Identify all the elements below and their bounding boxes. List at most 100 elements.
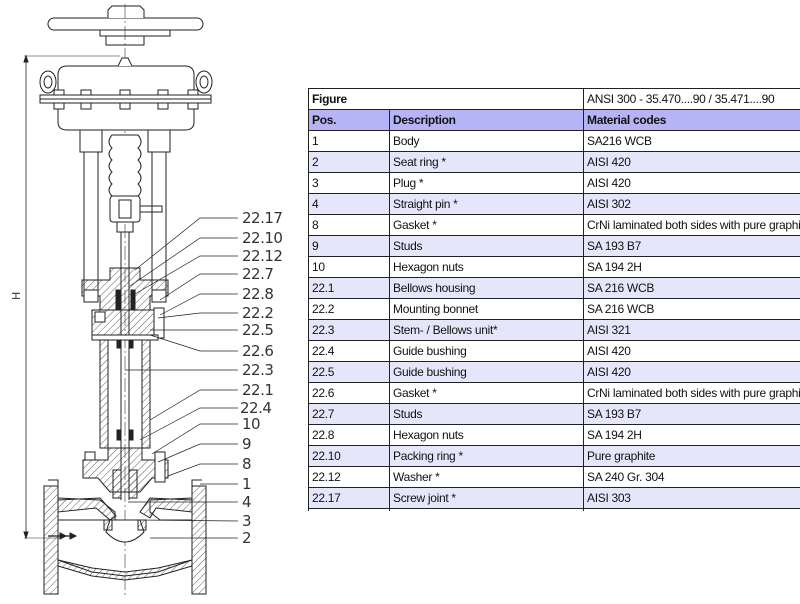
cell-material: AISI 321 <box>583 319 800 341</box>
cell-material: SA 216 WCB <box>583 298 800 320</box>
callout-label: 3 <box>242 512 252 530</box>
yoke-columns <box>79 129 171 293</box>
callout-label: 22.1 <box>242 381 274 399</box>
cell-description: Body <box>389 130 584 152</box>
cell-pos: 22.6 <box>308 382 390 404</box>
callout-label: 9 <box>242 435 252 453</box>
callout-label: 22.2 <box>242 304 274 322</box>
cell-description: Gasket * <box>389 214 584 236</box>
cell-material: Pure graphite <box>583 445 800 467</box>
bonnet-upper <box>81 267 169 311</box>
callout-label: 4 <box>242 493 252 511</box>
actuator-housing <box>39 57 213 131</box>
cell-description: Mounting bonnet <box>389 298 584 320</box>
handwheel <box>47 5 204 46</box>
cell-pos: 22.7 <box>308 403 390 425</box>
cell-pos: 9 <box>308 235 390 257</box>
cell-material: SA 193 B7 <box>583 403 800 425</box>
cell-description: Studs <box>389 235 584 257</box>
callout-label: 10 <box>242 415 261 433</box>
callout-label: 22.5 <box>242 321 274 339</box>
cell-material: AISI 420 <box>583 172 800 194</box>
cell-pos: 22.17 <box>308 487 390 509</box>
cell-material: AISI 420 <box>583 151 800 173</box>
cell-empty <box>389 508 584 511</box>
cell-material: SA 216 WCB <box>583 277 800 299</box>
dimension-h <box>23 54 120 540</box>
cell-pos: 22.5 <box>308 361 390 383</box>
callout-label: 1 <box>242 475 252 493</box>
cell-description: Gasket * <box>389 382 584 404</box>
callout-label: 8 <box>242 455 252 473</box>
cell-pos: 4 <box>308 193 390 215</box>
cell-material: SA 194 2H <box>583 256 800 278</box>
cell-description: Bellows housing <box>389 277 584 299</box>
cell-pos: 8 <box>308 214 390 236</box>
valve-body <box>43 479 207 595</box>
valve-cross-section-drawing: H <box>10 4 239 598</box>
column-header-material: Material codes <box>583 109 800 131</box>
cell-description: Screw joint * <box>389 487 584 509</box>
parts-material-table: Figure ANSI 300 - 35.470....90 / 35.471.… <box>308 88 800 511</box>
callout-label: 22.3 <box>242 361 274 379</box>
cell-material: SA 240 Gr. 304 <box>583 466 800 488</box>
dimension-label-h: H <box>10 292 23 300</box>
cell-pos: 22.8 <box>308 424 390 446</box>
cell-material: AISI 420 <box>583 340 800 362</box>
cell-description: Hexagon nuts <box>389 256 584 278</box>
cell-material: AISI 302 <box>583 193 800 215</box>
callout-label: 22.10 <box>242 229 283 247</box>
cell-pos: 10 <box>308 256 390 278</box>
cell-description: Guide bushing <box>389 361 584 383</box>
bonnet-mid <box>91 307 165 339</box>
cell-description: Hexagon nuts <box>389 424 584 446</box>
cell-material: SA216 WCB <box>583 130 800 152</box>
cell-description: Studs <box>389 403 584 425</box>
cell-material: SA 193 B7 <box>583 235 800 257</box>
bellows-spring <box>108 134 163 233</box>
cell-description: Plug * <box>389 172 584 194</box>
callout-label: 22.8 <box>242 285 274 303</box>
callout-label: 22.4 <box>240 399 272 417</box>
extension-tube <box>91 334 159 449</box>
callout-label: 2 <box>242 529 252 547</box>
cell-description: Straight pin * <box>389 193 584 215</box>
cell-pos: 22.12 <box>308 466 390 488</box>
cell-material: SA 194 2H <box>583 424 800 446</box>
cell-description: Guide bushing <box>389 340 584 362</box>
cell-empty <box>583 508 800 511</box>
cell-description: Stem- / Bellows unit* <box>389 319 584 341</box>
callout-label: 22.17 <box>242 209 283 227</box>
cell-description: Seat ring * <box>389 151 584 173</box>
cell-material: CrNi laminated both sides with pure grap… <box>583 214 800 236</box>
cell-pos: 22.10 <box>308 445 390 467</box>
cell-pos: 22.3 <box>308 319 390 341</box>
table-header-row: Pos. Description Material codes <box>308 109 800 131</box>
figure-value: ANSI 300 - 35.470....90 / 35.471....90 <box>583 88 800 110</box>
column-header-pos: Pos. <box>308 109 390 131</box>
cell-pos: 3 <box>308 172 390 194</box>
callout-label: 22.12 <box>242 247 283 265</box>
cell-pos: 22.4 <box>308 340 390 362</box>
cell-material: CrNi laminated both sides with pure grap… <box>583 382 800 404</box>
callout-leaders <box>125 217 239 539</box>
column-header-description: Description <box>389 109 584 131</box>
cell-description: Packing ring * <box>389 445 584 467</box>
cell-pos: 1 <box>308 130 390 152</box>
